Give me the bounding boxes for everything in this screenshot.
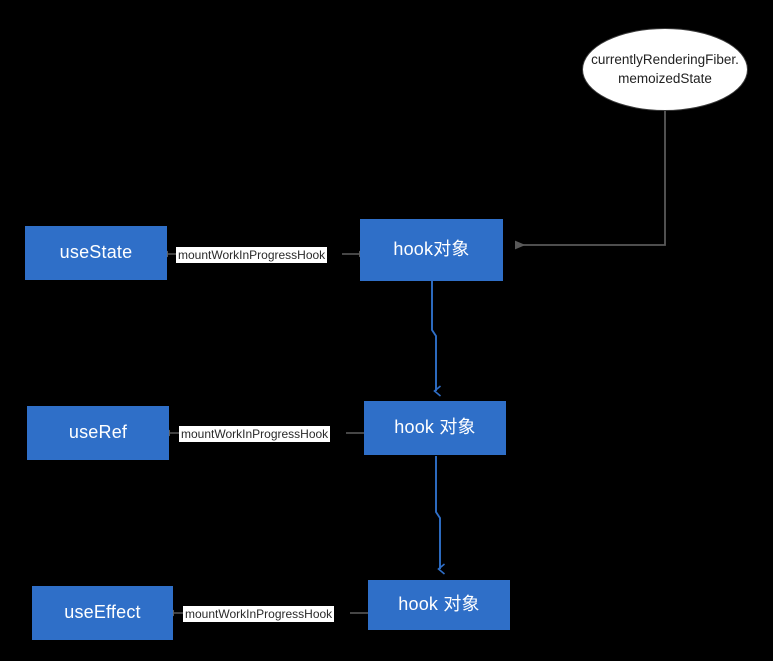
edge-label-use-effect-to-hook: mountWorkInProgressHook bbox=[183, 606, 335, 622]
edge-label-use-state-to-hook: mountWorkInProgressHook bbox=[176, 247, 328, 263]
edge-label-use-ref-to-hook: mountWorkInProgressHook bbox=[179, 426, 331, 442]
node-hook-object-3[interactable]: hook 对象 bbox=[368, 580, 510, 630]
node-hook-object-1[interactable]: hook对象 bbox=[360, 219, 503, 281]
node-use-effect[interactable]: useEffect bbox=[32, 586, 173, 640]
edge-memoized-state-to-hook-1 bbox=[515, 111, 666, 250]
edge-hook-2-to-hook-3 bbox=[435, 456, 440, 569]
ellipse-text-wrapper: currentlyRenderingFiber. memoizedState bbox=[591, 51, 739, 87]
node-use-ref-label: useRef bbox=[68, 422, 128, 443]
node-hook-object-1-label: hook对象 bbox=[393, 239, 470, 260]
ellipse-text-line-1: currentlyRenderingFiber. bbox=[591, 52, 739, 68]
ellipse-text-line-2: memoizedState bbox=[618, 70, 712, 86]
node-use-state[interactable]: useState bbox=[25, 226, 167, 280]
node-hook-object-3-label: hook 对象 bbox=[398, 594, 480, 615]
node-currently-rendering-fiber-memoized-state[interactable]: currentlyRenderingFiber. memoizedState bbox=[582, 28, 748, 111]
node-use-state-label: useState bbox=[59, 242, 133, 263]
node-use-ref[interactable]: useRef bbox=[27, 406, 169, 460]
node-use-effect-label: useEffect bbox=[64, 602, 141, 623]
edge-hook-1-to-hook-2 bbox=[431, 281, 436, 391]
node-hook-object-2-label: hook 对象 bbox=[394, 417, 476, 438]
node-hook-object-2[interactable]: hook 对象 bbox=[364, 401, 506, 455]
